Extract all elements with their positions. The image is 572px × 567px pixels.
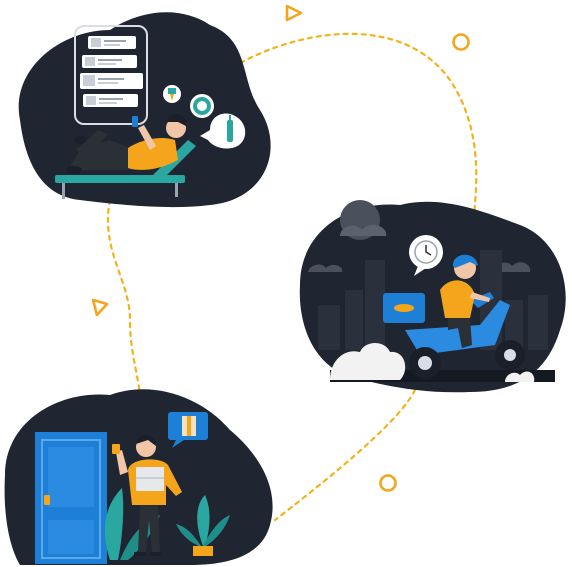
route-segment-left bbox=[106, 198, 142, 402]
triangle-outline-icon bbox=[91, 298, 109, 317]
route-segment-bottom bbox=[273, 388, 417, 522]
bubble-ice-cream bbox=[163, 85, 181, 103]
bubble-clock bbox=[409, 235, 443, 276]
order-card bbox=[88, 36, 136, 49]
bubble-bottle bbox=[200, 113, 246, 149]
order-cards bbox=[80, 36, 143, 107]
person-receiving-package-icon bbox=[112, 435, 182, 556]
order-card bbox=[83, 94, 138, 107]
plant-right bbox=[176, 495, 230, 556]
exhaust-smoke bbox=[505, 371, 535, 382]
scene-delivery bbox=[299, 200, 566, 393]
ring-outline-icon bbox=[379, 474, 397, 492]
scene-order bbox=[18, 12, 271, 208]
ring-outline-icon bbox=[452, 33, 470, 51]
order-card bbox=[82, 55, 137, 68]
order-card bbox=[80, 73, 143, 89]
route-segment-top bbox=[223, 32, 478, 217]
bubble-gift-box bbox=[168, 412, 208, 448]
scene-receive bbox=[4, 389, 273, 565]
cloud bbox=[340, 224, 387, 236]
front-door bbox=[35, 432, 107, 564]
delivery-rider bbox=[440, 254, 490, 348]
exhaust-smoke bbox=[330, 343, 406, 380]
cloud bbox=[308, 264, 343, 272]
triangle-outline-icon bbox=[285, 4, 303, 22]
dashed-route bbox=[106, 32, 478, 522]
phone-screen bbox=[74, 25, 148, 125]
bubble-donut bbox=[190, 94, 214, 118]
decor-shapes bbox=[91, 4, 470, 492]
person-ordering-on-phone-icon bbox=[66, 114, 187, 174]
